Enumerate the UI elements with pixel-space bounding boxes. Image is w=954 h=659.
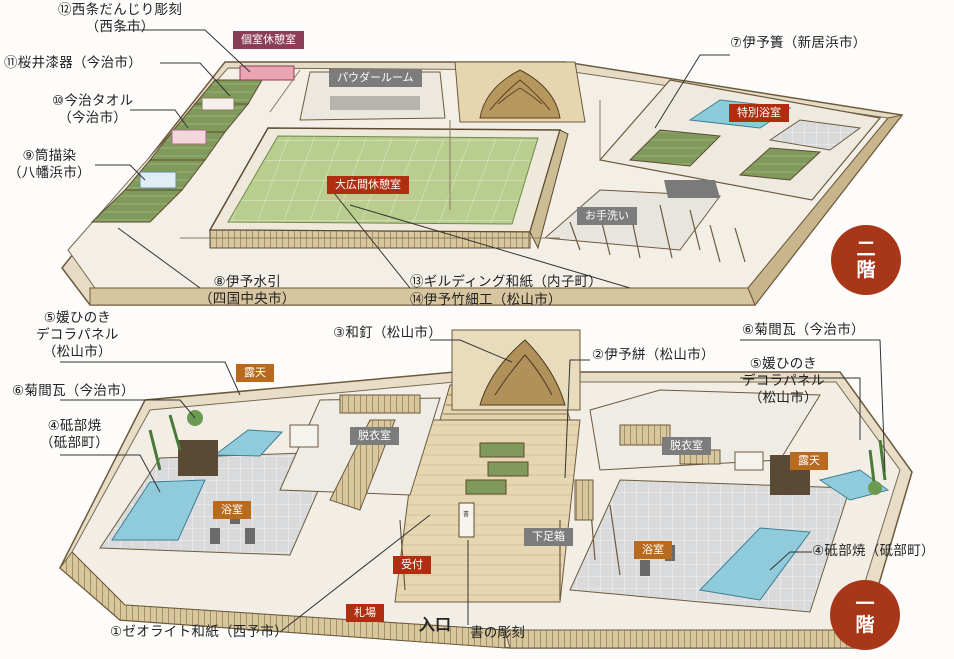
callout-imabari-towel: ⑩今治タオル （今治市）: [52, 93, 134, 126]
callout-iyo-bamboo: ⑭伊予竹細工（松山市）: [410, 292, 562, 308]
callout-zeolite-washi: ①ゼオライト和紙（西予市）: [110, 624, 289, 640]
callout-kikuma-tile-left: ⑥菊間瓦（今治市）: [12, 383, 135, 399]
bath-left-label: 浴室: [213, 501, 251, 519]
callout-saijo-danjiri: ⑫西条だんじり彫刻 （西条市）: [58, 2, 183, 35]
callout-iyo-sudare: ⑦伊予簀（新居浜市）: [730, 35, 867, 51]
changing-room-right-label: 脱衣室: [662, 437, 711, 455]
right-bath-area: [569, 439, 890, 613]
first-floor-badge-top: 一: [855, 593, 875, 615]
callout-tsutsugaki-dye: ⑨筒描染 （八幡浜市）: [8, 148, 91, 181]
callout-hinoki-panel-left: ⑤媛ひのき デコラパネル （松山市）: [36, 310, 119, 360]
private-rest-room-label: 個室休憩室: [233, 31, 304, 49]
private-booths: [90, 65, 295, 223]
callout-wakugi-nails: ③和釘（松山市）: [333, 325, 443, 341]
second-floor-badge-bottom: 階: [856, 259, 876, 281]
powder-room-label: パウダールーム: [329, 69, 422, 87]
entrance-label: 入口: [419, 615, 452, 634]
callout-hinoki-panel-right: ⑤媛ひのき デコラパネル （松山市）: [742, 356, 825, 406]
first-floor-badge: 一 階: [830, 580, 900, 650]
washroom-label: お手洗い: [577, 207, 637, 225]
ticket-booth-label: 札場: [346, 604, 384, 622]
second-floor-plan: [61, 61, 904, 306]
changing-room-left-label: 脱衣室: [350, 427, 399, 445]
open-air-bath-right-label: 露天: [790, 452, 828, 470]
first-floor-badge-bottom: 階: [855, 614, 875, 636]
callout-gilding-washi: ⑬ギルディング和紙（内子町）: [410, 274, 603, 290]
callout-tobe-ware-left: ④砥部焼 （砥部町）: [40, 418, 109, 451]
callout-calligraphy-carving: 書の彫刻: [470, 625, 526, 641]
special-bath-area: [598, 79, 882, 201]
svg-text:書: 書: [463, 510, 469, 518]
bath-right-label: 浴室: [634, 541, 672, 559]
nail-sculpture: [451, 329, 581, 411]
callout-kikuma-tile-right: ⑥菊間瓦（今治市）: [742, 322, 865, 338]
callout-tobe-ware-right: ④砥部焼（砥部町）: [812, 543, 935, 559]
open-air-bath-left-label: 露天: [236, 364, 274, 382]
great-hall-label: 大広間休憩室: [327, 176, 409, 194]
second-floor-badge-top: 二: [856, 238, 876, 260]
callout-iyo-kasuri: ②伊予絣（松山市）: [592, 347, 715, 363]
second-floor-badge: 二 階: [831, 225, 901, 295]
callout-sakurai-lacquer: ⑪桜井漆器（今治市）: [4, 55, 142, 71]
reception-label: 受付: [393, 556, 431, 574]
shoe-box-label: 下足箱: [524, 528, 573, 546]
right-changing-room: [589, 389, 821, 471]
callout-leader-lines: [60, 29, 886, 633]
callout-iyo-mizuhiki: ⑧伊予水引 （四国中央市）: [199, 274, 296, 307]
special-bath-label: 特別浴室: [729, 104, 789, 122]
bamboo-sculpture-2f: [454, 61, 586, 123]
